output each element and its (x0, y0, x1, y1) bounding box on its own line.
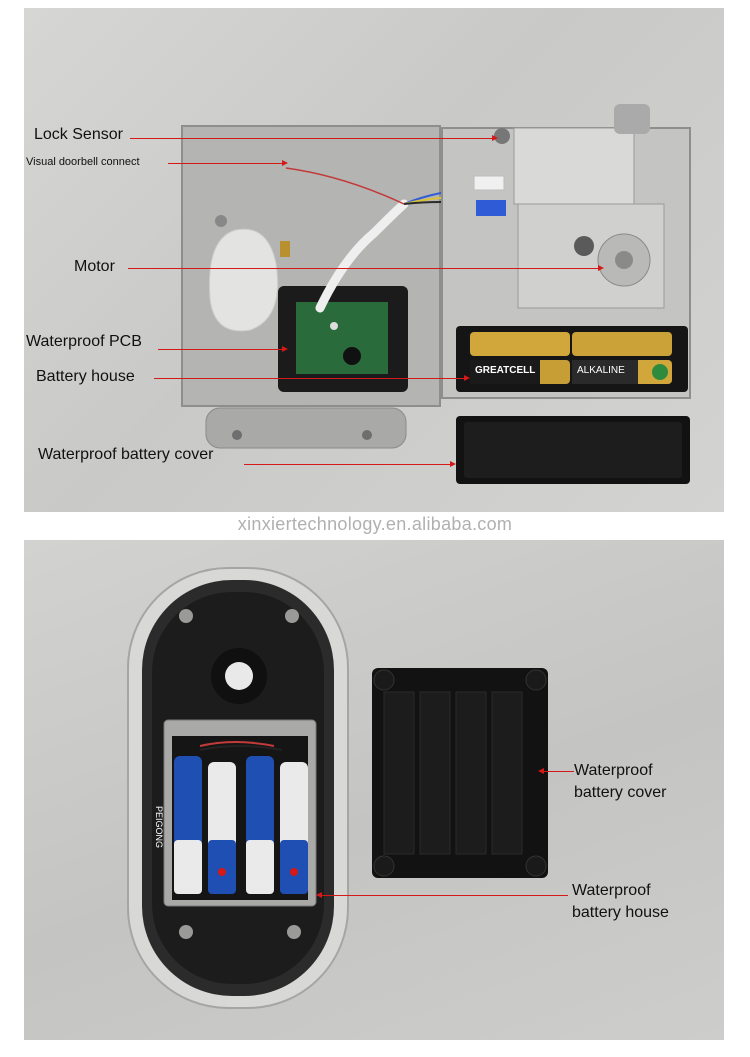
battery-band (208, 840, 236, 894)
battery-plus (218, 868, 226, 876)
white-connector (473, 175, 505, 191)
battery-brand-left: GREATCELL (475, 365, 536, 376)
arrow-waterproof-pcb (158, 349, 286, 350)
label-house-line1: Waterproof (572, 882, 651, 899)
foam-pad (209, 228, 279, 332)
arrowhead-battery-house (316, 892, 322, 898)
battery (572, 332, 672, 356)
cover-rib (491, 691, 523, 855)
label-battery-house: Battery house (36, 368, 135, 385)
watermark-url: xinxiertechnology.en.alibaba.com (237, 514, 513, 534)
battery (470, 332, 570, 356)
battery-label-band (470, 360, 540, 384)
housing-screw (179, 609, 193, 623)
latch-bolt (614, 104, 650, 134)
cover-ear (525, 855, 547, 877)
battery-band (246, 840, 274, 894)
cover-rib (455, 691, 487, 855)
battery-band (280, 840, 308, 894)
cover-rib (419, 691, 451, 855)
sensor-lens (225, 662, 253, 690)
plate-screw (215, 215, 227, 227)
arrowhead-motor (598, 265, 604, 271)
pcb-component (330, 322, 338, 330)
housing-screw (179, 925, 193, 939)
label-cover-line2: battery cover (574, 784, 667, 801)
latch-block (513, 127, 635, 205)
arrow-battery-house (154, 378, 468, 379)
arrowhead-lock-sensor (492, 135, 498, 141)
arrow-battery-cover (542, 771, 574, 772)
buzzer (343, 347, 361, 365)
arrowhead-waterproof-battery-cover (450, 461, 456, 467)
label-lock-sensor: Lock Sensor (34, 126, 123, 143)
arrowhead-battery-cover (538, 768, 544, 774)
foot-screw (362, 430, 372, 440)
cover-rib (383, 691, 415, 855)
arrow-lock-sensor (130, 138, 496, 139)
plate-foot (205, 407, 407, 449)
wire-red (285, 167, 405, 205)
foot-screw (232, 430, 242, 440)
label-cover-line1: Waterproof (574, 762, 653, 779)
cable-sheath (315, 199, 409, 313)
outdoor-unit-illustration (127, 567, 548, 1009)
arrowhead-waterproof-pcb (282, 346, 288, 352)
arrow-battery-house (320, 895, 568, 896)
battery-label-band (572, 360, 638, 384)
battery-logo (652, 364, 668, 380)
label-house-line2: battery house (572, 904, 669, 921)
arrowhead-battery-house (464, 375, 470, 381)
wire-black (199, 745, 283, 751)
arrow-motor (128, 268, 598, 269)
arrow-waterproof-battery-cover (244, 464, 454, 465)
housing-screw (287, 925, 301, 939)
label-waterproof-pcb: Waterproof PCB (26, 333, 142, 350)
cover-ear (373, 855, 395, 877)
brass-pin (280, 241, 290, 257)
battery-brand-right: ALKALINE (577, 365, 625, 376)
battery-brand: PEIGONG (154, 806, 164, 849)
motor-gear-hub (615, 251, 633, 269)
battery-band (174, 840, 202, 894)
shaft-hole (574, 236, 594, 256)
cover-ear (373, 669, 395, 691)
lock-sensor-part (494, 128, 510, 144)
battery-cover-surface (464, 422, 682, 478)
label-waterproof-battery-cover: Waterproof battery cover (38, 446, 214, 463)
bottom-photo-panel: PEIGONG Waterproof battery cover Waterpr… (24, 540, 724, 1040)
blue-connector (476, 200, 506, 216)
arrowhead-visual-doorbell (282, 160, 288, 166)
arrow-visual-doorbell (168, 163, 286, 164)
battery-plus (290, 868, 298, 876)
lock-interior-illustration (181, 104, 691, 484)
label-motor: Motor (74, 258, 115, 275)
pcb-board (296, 302, 388, 374)
cover-ear (525, 669, 547, 691)
top-photo-panel: GREATCELL ALKALINE Lock Sensor Visual do… (24, 8, 724, 512)
label-visual-doorbell: Visual doorbell connect (26, 156, 140, 168)
wire-red (199, 741, 275, 747)
housing-screw (285, 609, 299, 623)
